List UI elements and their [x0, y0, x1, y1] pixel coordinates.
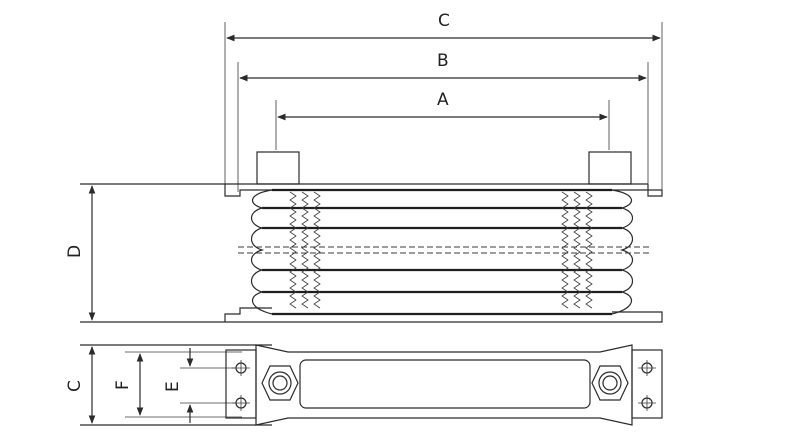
dimension-e-label: E — [163, 381, 183, 392]
left-fitting — [256, 151, 300, 185]
dimension-f: F — [113, 353, 144, 416]
plan-view — [80, 344, 663, 426]
front-view — [80, 151, 663, 323]
dimension-b: B — [237, 51, 649, 192]
dimension-e: E — [163, 348, 236, 423]
dimension-d: D — [65, 185, 96, 321]
dimension-c-side-label: C — [65, 380, 85, 392]
right-port — [591, 365, 629, 401]
dimension-c-side: C — [65, 346, 96, 424]
dimension-c-label: C — [438, 11, 450, 31]
dimension-f-label: F — [113, 380, 133, 390]
dimension-d-label: D — [65, 245, 85, 258]
right-fitting — [588, 151, 632, 185]
dimension-b-label: B — [437, 51, 449, 71]
right-mounting-holes — [638, 360, 656, 411]
left-port — [261, 365, 299, 401]
dimension-a-label: A — [437, 90, 449, 110]
dimension-a: A — [275, 90, 610, 150]
dimension-c-top: C — [224, 11, 663, 190]
